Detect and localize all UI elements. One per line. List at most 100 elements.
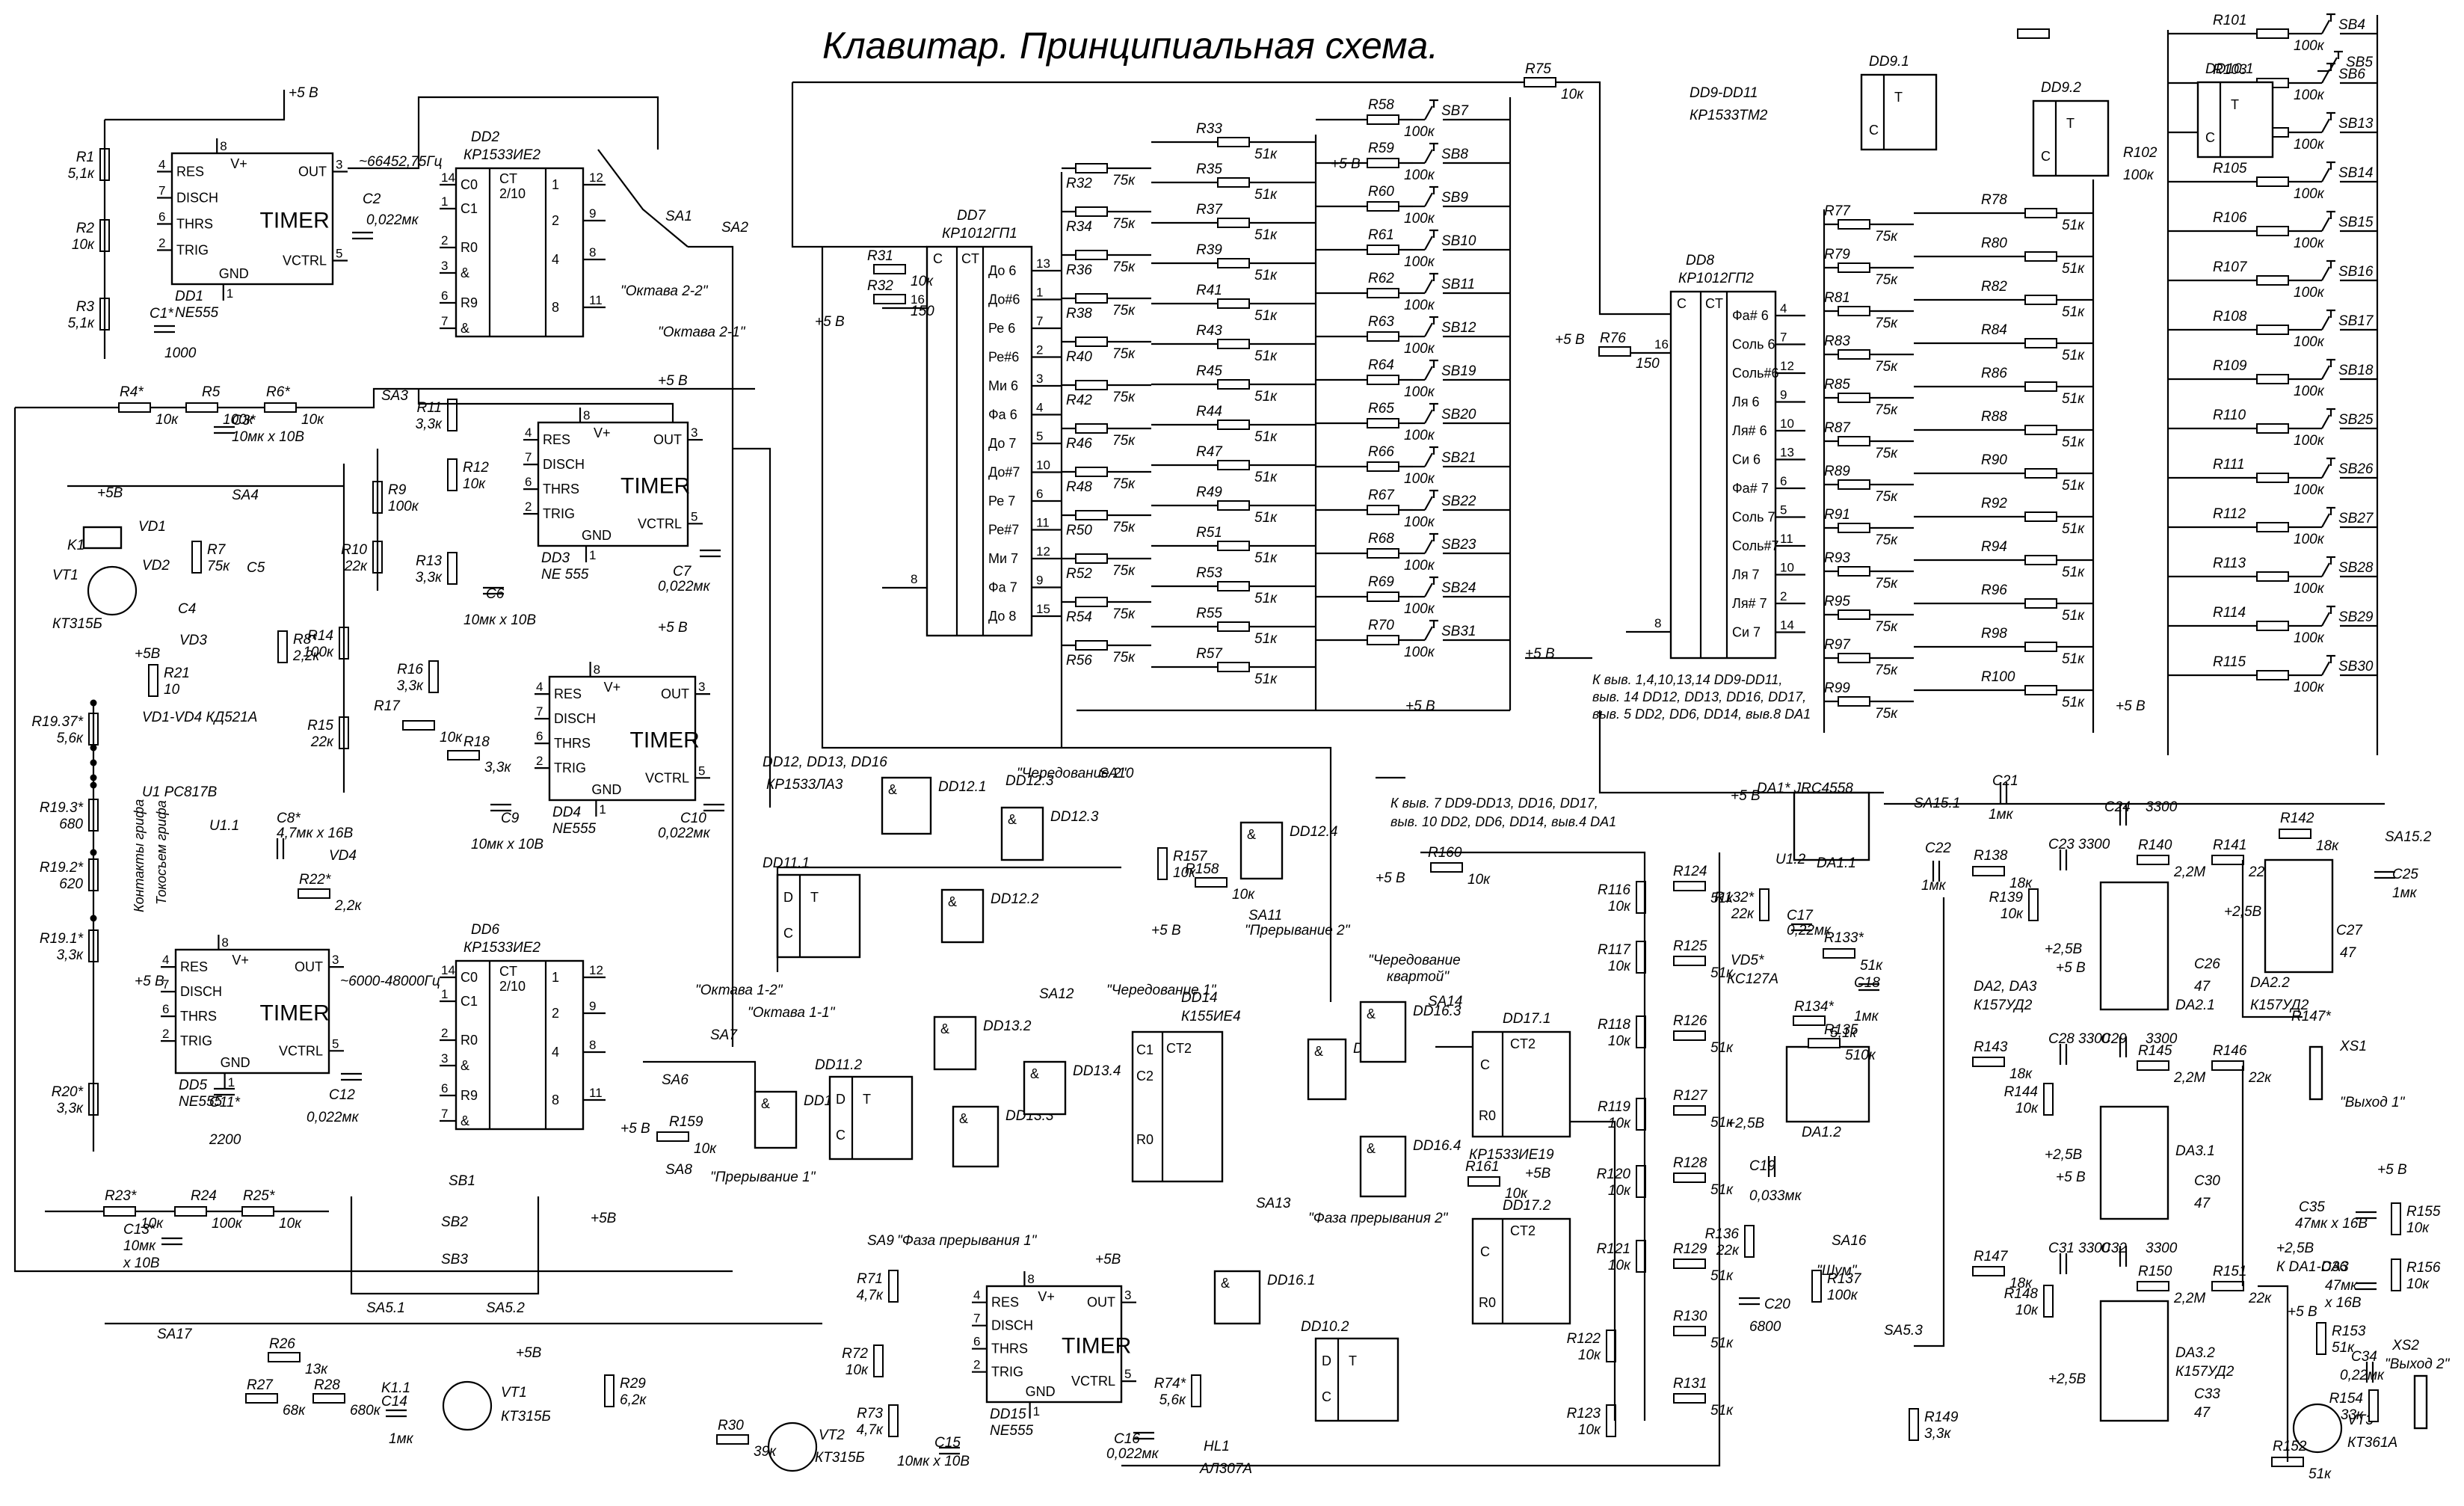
pin-number: 14 [441, 170, 455, 185]
switch-label: SA12 [1039, 986, 1074, 1002]
pin-number: 4 [158, 158, 165, 172]
resistor-value: 10к [141, 1216, 164, 1232]
nand-gate [1023, 1060, 1067, 1116]
capacitor-value: 1мк [1854, 1009, 1879, 1024]
chip-type: NE555 [990, 1423, 1034, 1439]
pin-name: & [461, 321, 469, 336]
resistor-label: R37 [1196, 202, 1223, 218]
resistor-value: 100к [2123, 167, 2155, 183]
switch-label: SA6 [662, 1072, 689, 1088]
pin-name: R0 [461, 1033, 478, 1048]
resistor-value: 75к [1875, 706, 1898, 722]
resistor-label: R6* [266, 384, 290, 400]
chip-type: К157УД2 [1974, 998, 2033, 1013]
resistor-value: 51к [1710, 1182, 1734, 1198]
switch-label: SA1 [665, 209, 692, 224]
wire [1424, 322, 1433, 337]
supply-label: +5В [135, 646, 161, 662]
resistor-r97 [1838, 653, 1870, 663]
timer-title: TIMER [260, 1001, 330, 1026]
resistor-label: R28 [314, 1377, 340, 1393]
capacitor-label: C27 [2336, 923, 2363, 938]
resistor-label: R9 [388, 482, 407, 498]
frequency-label: ~66452,75Гц [359, 154, 443, 170]
resistor-r37 [1217, 218, 1250, 228]
capacitor-label: C11* [209, 1095, 240, 1110]
resistor-value: 100к [2294, 680, 2325, 695]
pin-number: 8 [594, 663, 600, 677]
pin-name: OUT [661, 686, 689, 701]
resistor-label: R119 [1598, 1099, 1630, 1115]
flipflop [1860, 73, 1938, 151]
pin-number: 8 [583, 408, 590, 422]
resistor-r115 [2256, 670, 2289, 680]
pin-number: 7 [525, 450, 532, 464]
pin-name: T [863, 1092, 871, 1107]
resistor-r89 [1838, 479, 1870, 490]
resistor-r138 [1972, 866, 2005, 876]
resistor-label: R52 [1066, 566, 1092, 582]
resistor-r75 [1524, 77, 1556, 87]
resistor-label: R153 [2332, 1324, 2366, 1339]
capacitor-label: C34 [2351, 1349, 2377, 1365]
resistor-value: 22к [1716, 1243, 1740, 1258]
resistor-value: 100к [2294, 87, 2325, 103]
pushbutton-sb22: SB22 [1441, 494, 1476, 509]
wire [2329, 57, 2338, 72]
resistor-value: 75к [1875, 316, 1898, 331]
resistor-r87 [1838, 436, 1870, 446]
capacitor-label: C30 [2194, 1173, 2220, 1189]
resistor-value: 10к [1232, 887, 1255, 903]
pin-number: 4 [1780, 301, 1787, 316]
pin-number: 2 [441, 233, 448, 248]
switch-label: "Октава 1-2" [695, 983, 783, 998]
resistor-r70 [1367, 635, 1399, 645]
resistor-value: 10к [440, 730, 463, 746]
resistor-value: 51к [2062, 304, 2085, 320]
capacitor-value: х 10В [123, 1255, 160, 1271]
wire [2258, 1285, 2289, 1462]
resistor-label: R118 [1598, 1017, 1630, 1033]
pin-name: R9 [461, 295, 478, 310]
resistor-label: R27 [247, 1377, 274, 1393]
resistor-label: R128 [1673, 1155, 1707, 1171]
pushbutton-sb20: SB20 [1441, 407, 1476, 422]
frequency-label: ~6000-48000Гц [340, 974, 440, 989]
chip-id: DD10.1 [2205, 61, 2253, 77]
chip-id: DD9-DD11 [1690, 85, 1758, 101]
resistor-value: 100к [1404, 341, 1435, 357]
supply-label: +5 В [1555, 332, 1585, 348]
resistor-r98 [2024, 642, 2057, 652]
resistor-value: 100к [223, 412, 254, 428]
resistor-label: R31 [867, 248, 893, 264]
resistor-r158 [1195, 877, 1228, 888]
capacitor-label: C10 [680, 811, 706, 826]
resistor-value: 75к [1112, 563, 1136, 579]
led-type: АЛ307А [1199, 1461, 1252, 1477]
resistor-r30 [716, 1434, 749, 1445]
pin-number: 4 [536, 680, 543, 694]
timer-title: TIMER [620, 474, 690, 499]
resistor-label: R66 [1368, 444, 1394, 460]
gate-label: DD12.1 [938, 779, 986, 795]
wire [2321, 661, 2330, 676]
chip-id: DA1.2 [1802, 1125, 1841, 1140]
pin-name: THRS [176, 217, 213, 232]
pin-name: 8 [552, 300, 559, 315]
resistor-label: R145 [2138, 1043, 2172, 1059]
pin-number: 2 [162, 1027, 169, 1041]
capacitor-label: C24 [2104, 799, 2131, 815]
pin-name: C1 [461, 994, 478, 1009]
pin-number: 6 [158, 210, 165, 224]
resistor-value: 51к [1710, 1268, 1734, 1284]
capacitor-label: C1* [150, 306, 173, 322]
transistor-label: VT2 [819, 1427, 845, 1443]
resistor-r32 [873, 294, 906, 304]
pin-name: 1 [552, 970, 559, 985]
nand-gate [1359, 1135, 1407, 1198]
resistor-r25 [241, 1206, 274, 1217]
switch-label: "Октава 2-2" [620, 283, 709, 299]
resistor-r66 [1367, 461, 1399, 472]
resistor-value: 75к [1112, 433, 1136, 449]
resistor-value: 100к [2294, 482, 2325, 498]
